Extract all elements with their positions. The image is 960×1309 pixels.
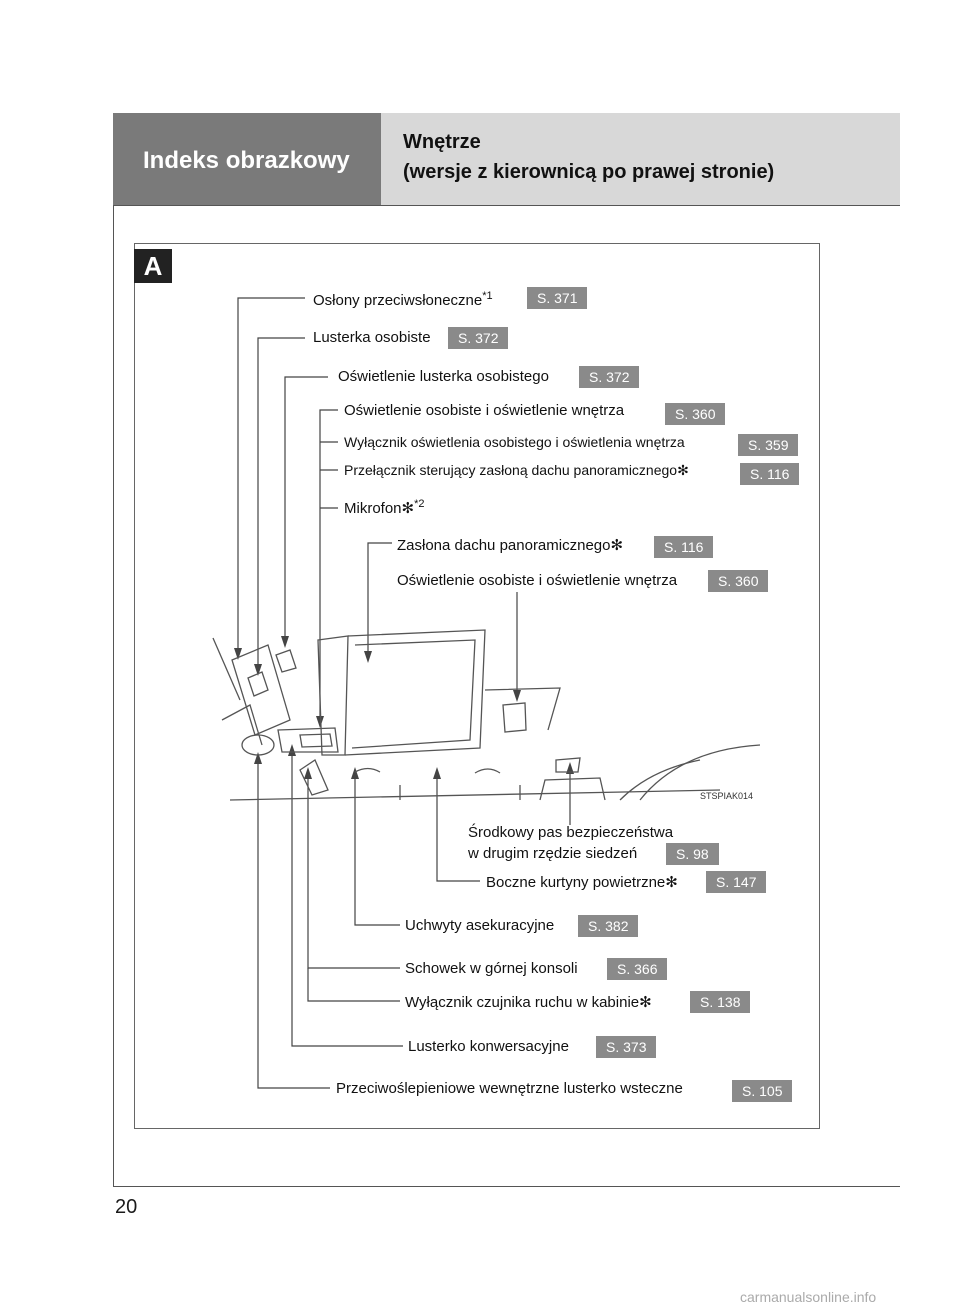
label-mikrofon: Mikrofon✻*2 bbox=[344, 498, 425, 517]
page-title: Wnętrze bbox=[403, 131, 481, 153]
label-konwersacyjne: Lusterko konwersacyjne bbox=[408, 1038, 569, 1055]
ref-wsteczne[interactable]: S. 105 bbox=[732, 1080, 793, 1102]
ref-schowek[interactable]: S. 366 bbox=[607, 958, 668, 980]
optional-mark: ✻ bbox=[401, 500, 415, 517]
ref-kurtyny[interactable]: S. 147 bbox=[706, 871, 767, 893]
label-schowek: Schowek w górnej konsoli bbox=[405, 960, 578, 977]
optional-mark: ✻ bbox=[665, 874, 678, 891]
ref-oswietlenie-osobiste-2[interactable]: S. 360 bbox=[708, 570, 769, 592]
label-kurtyny: Boczne kurtyny powietrzne✻ bbox=[486, 874, 678, 891]
ref-oswietlenie-lusterka[interactable]: S. 372 bbox=[579, 366, 640, 388]
label-pas-line2: w drugim rzędzie siedzeń bbox=[468, 845, 638, 862]
panel-tag: A bbox=[134, 249, 172, 283]
ref-przelacznik-zaslona[interactable]: S. 116 bbox=[740, 463, 800, 485]
image-code: STSPIAK014 bbox=[700, 791, 754, 801]
ref-zaslona[interactable]: S. 116 bbox=[654, 536, 714, 558]
ref-wylacznik-oswietlenia[interactable]: S. 359 bbox=[738, 434, 799, 456]
illustration-panel bbox=[134, 243, 820, 1129]
ref-lusterka[interactable]: S. 372 bbox=[448, 327, 509, 349]
label-oswietlenie-osobiste: Oświetlenie osobiste i oświetlenie wnętr… bbox=[344, 402, 625, 419]
page-header: Wnętrze (wersje z kierownicą po prawej s… bbox=[381, 113, 900, 205]
label-oswietlenie-lusterka: Oświetlenie lusterka osobistego bbox=[338, 368, 549, 385]
ref-oswietlenie-osobiste[interactable]: S. 360 bbox=[665, 403, 726, 425]
page-number: 20 bbox=[115, 1196, 138, 1218]
label-czujnik: Wyłącznik czujnika ruchu w kabinie✻ bbox=[405, 994, 652, 1011]
optional-mark: ✻ bbox=[677, 462, 689, 478]
label-przelacznik-zaslona: Przełącznik sterujący zasłoną dachu pano… bbox=[344, 462, 689, 478]
watermark: carmanualsonline.info bbox=[740, 1289, 877, 1305]
label-wylacznik-oswietlenia: Wyłącznik oświetlenia osobistego i oświe… bbox=[344, 434, 685, 450]
label-wsteczne: Przeciwoślepieniowe wewnętrzne lusterko … bbox=[336, 1080, 683, 1097]
optional-mark: ✻ bbox=[610, 537, 624, 554]
frame-left-rule bbox=[113, 205, 114, 1187]
ref-uchwyty[interactable]: S. 382 bbox=[578, 915, 639, 937]
label-uchwyty: Uchwyty asekuracyjne bbox=[405, 917, 555, 934]
label-zaslona: Zasłona dachu panoramicznego✻ bbox=[397, 537, 624, 554]
section-header: Indeks obrazkowy bbox=[113, 113, 381, 205]
frame-bottom-rule bbox=[113, 1186, 900, 1187]
optional-mark: ✻ bbox=[639, 994, 652, 1011]
label-oslony: Osłony przeciwsłoneczne*1 bbox=[313, 290, 493, 309]
frame-top-rule bbox=[113, 205, 900, 206]
label-pas-line1: Środkowy pas bezpieczeństwa bbox=[468, 824, 674, 841]
label-lusterka: Lusterka osobiste bbox=[313, 329, 431, 346]
ref-pas[interactable]: S. 98 bbox=[666, 843, 719, 865]
ref-oslony[interactable]: S. 371 bbox=[527, 287, 588, 309]
page-subtitle: (wersje z kierownicą po prawej stronie) bbox=[403, 161, 775, 183]
ref-konwersacyjne[interactable]: S. 373 bbox=[596, 1036, 657, 1058]
section-title: Indeks obrazkowy bbox=[143, 147, 350, 174]
ref-czujnik[interactable]: S. 138 bbox=[690, 991, 751, 1013]
label-oswietlenie-osobiste-2: Oświetlenie osobiste i oświetlenie wnętr… bbox=[397, 572, 678, 589]
